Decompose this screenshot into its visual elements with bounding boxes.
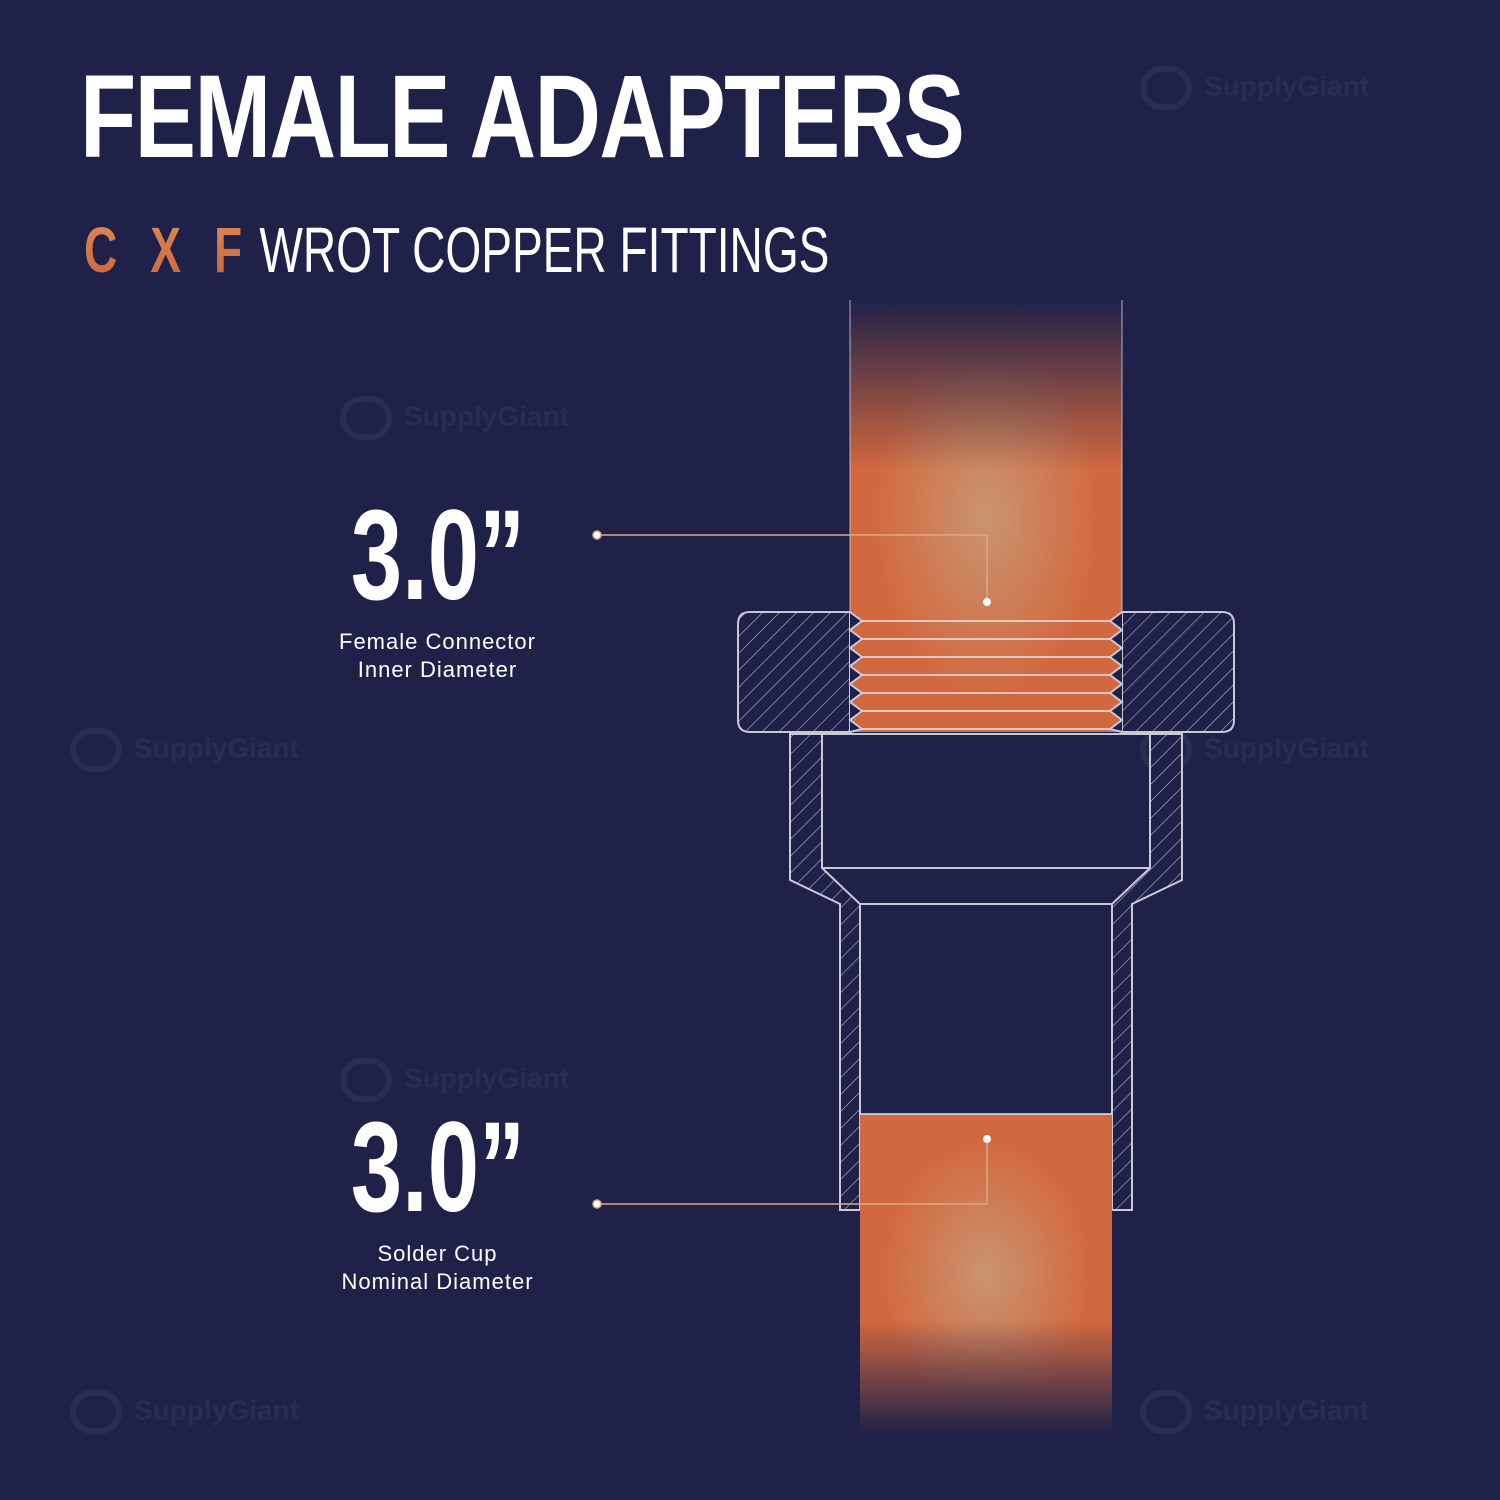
measurement-solder-cup: 3.0” Solder Cup Nominal Diameter: [300, 1104, 575, 1296]
supplygiant-logo-icon: [1140, 1390, 1192, 1434]
upper-copper-pipe: [849, 300, 1123, 732]
watermark: SupplyGiant: [1140, 1390, 1369, 1434]
page-title: FEMALE ADAPTERS: [80, 51, 965, 183]
watermark: SupplyGiant: [1140, 66, 1369, 110]
measurement-caption-line1: Solder Cup: [377, 1241, 498, 1266]
hex-nut: [737, 611, 1235, 733]
measurement-value: 3.0”: [350, 1096, 525, 1239]
supplygiant-logo-icon: [70, 1390, 122, 1434]
lower-copper-pipe: [860, 1113, 1112, 1434]
subtitle-accent: C X F: [84, 214, 253, 286]
measurement-caption-line1: Female Connector: [339, 629, 536, 654]
supplygiant-logo-icon: [340, 1058, 392, 1102]
watermark: SupplyGiant: [340, 396, 569, 440]
measurement-female-connector: 3.0” Female Connector Inner Diameter: [300, 492, 575, 684]
watermark: SupplyGiant: [70, 728, 299, 772]
watermark: SupplyGiant: [340, 1058, 569, 1102]
supplygiant-logo-icon: [70, 728, 122, 772]
supplygiant-logo-icon: [340, 396, 392, 440]
measurement-caption-line2: Nominal Diameter: [341, 1269, 534, 1294]
subtitle-rest: WROT COPPER FITTINGS: [259, 214, 830, 286]
watermark: SupplyGiant: [70, 1390, 299, 1434]
leader-line-top: [592, 530, 991, 606]
leader-line-bottom: [592, 1135, 991, 1209]
measurement-value: 3.0”: [350, 484, 525, 627]
measurement-caption-line2: Inner Diameter: [357, 657, 518, 682]
supplygiant-logo-icon: [1140, 66, 1192, 110]
